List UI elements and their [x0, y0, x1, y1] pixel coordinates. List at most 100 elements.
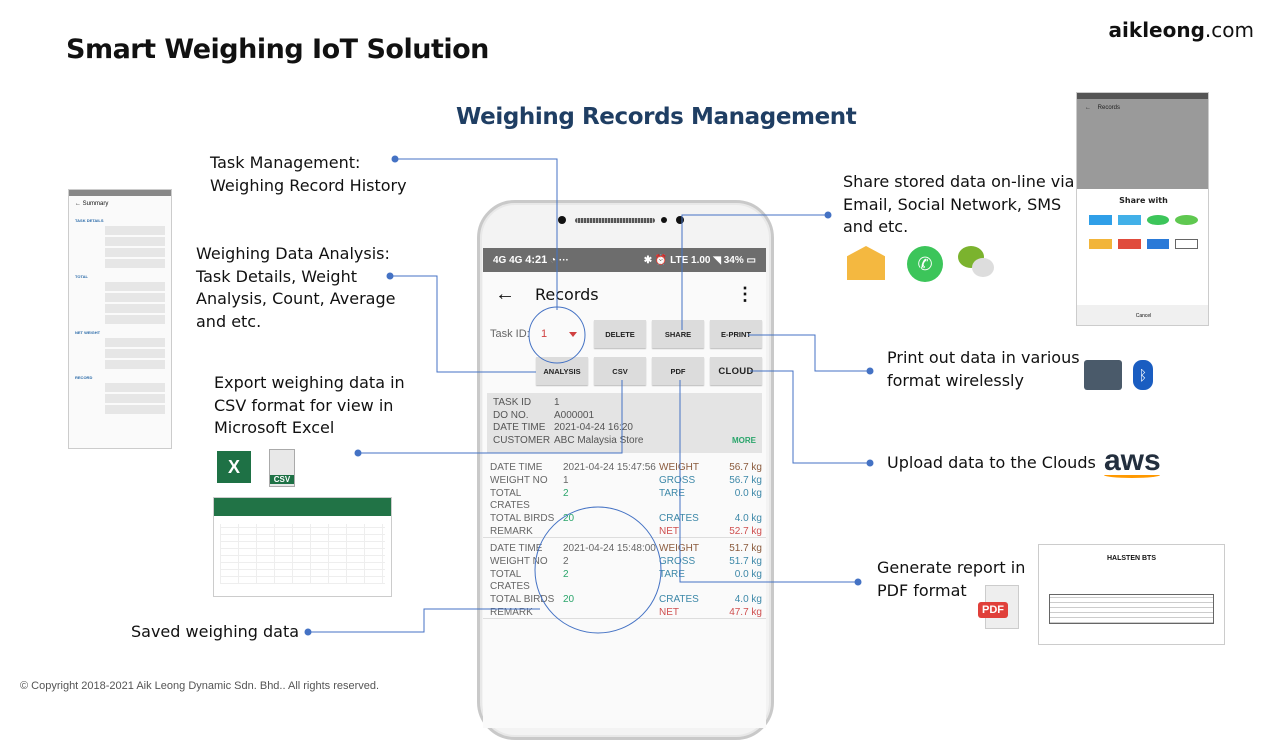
- callout-line: format wirelessly: [887, 370, 1024, 390]
- callout-line: Email, Social Network, SMS: [843, 194, 1062, 214]
- thumb-title: ← Records: [1085, 105, 1121, 111]
- pdf-report-screenshot: HALSTEN BTS: [1038, 544, 1225, 645]
- record-row: TOTAL BIRDS 20 CRATES 4.0 kg: [490, 594, 762, 607]
- front-camera-icon: [676, 216, 684, 224]
- measure-label: CRATES: [659, 513, 699, 525]
- dropdown-caret-icon[interactable]: [569, 332, 577, 337]
- callout-line: Task Details, Weight: [196, 266, 357, 286]
- excel-screenshot: [213, 497, 392, 597]
- task-id-label: Task ID:: [490, 328, 530, 340]
- wechat-icon: [958, 246, 996, 280]
- record-value: 2: [563, 555, 569, 567]
- back-arrow-icon[interactable]: ←: [495, 282, 515, 305]
- record-label: WEIGHT NO: [490, 474, 548, 486]
- record-value: [563, 607, 659, 620]
- share-dialog: Share with Cancel: [1077, 189, 1208, 325]
- thumb-section: TOTAL: [75, 274, 88, 279]
- measure-value: 56.7 kg: [729, 474, 762, 486]
- brand-logo: aikleong.com: [1109, 18, 1254, 42]
- connector-dot: [866, 367, 874, 375]
- measure-label: TARE: [659, 568, 685, 580]
- sensor-icon: [661, 217, 667, 223]
- more-link[interactable]: MORE: [732, 436, 756, 446]
- callout-line: Share stored data on-line via: [843, 172, 1075, 191]
- connector-dot: [354, 449, 362, 457]
- task-id-dropdown[interactable]: 1: [541, 328, 548, 340]
- status-right: ✱ ⏰ LTE 1.00 ◥ 34% ▭: [643, 254, 756, 266]
- email-icon: [847, 246, 885, 280]
- csv-file-icon: CSV: [269, 449, 295, 487]
- pdf-button[interactable]: PDF: [652, 357, 704, 385]
- pdf-icon-label: PDF: [978, 602, 1008, 618]
- printer-icon: [1084, 360, 1122, 390]
- share-button[interactable]: SHARE: [652, 320, 704, 348]
- measure-value: 0.0 kg: [734, 487, 762, 499]
- measure-label: CRATES: [659, 594, 699, 606]
- bluetooth-icon: ᛒ: [1133, 360, 1153, 390]
- measure-label: GROSS: [659, 474, 696, 486]
- network-icons: 4G 4G: [493, 255, 523, 266]
- callout-line: Weighing Data Analysis:: [196, 244, 390, 263]
- cloud-button[interactable]: CLOUD: [710, 357, 762, 385]
- callout-line: Export weighing data in: [214, 373, 405, 392]
- measure-value: 51.7 kg: [729, 555, 762, 567]
- record-value: 1: [563, 474, 569, 486]
- card-row: DO NO.A000001: [493, 410, 756, 423]
- callout-line: Microsoft Excel: [214, 418, 335, 437]
- whatsapp-icon: ✆: [907, 246, 943, 282]
- eprint-button[interactable]: E-PRINT: [710, 320, 762, 348]
- card-key: DATE TIME: [493, 422, 546, 434]
- measure-value: 56.7 kg: [729, 462, 762, 473]
- phone-screen: 4G 4G 4:21 ◔ ··· ✱ ⏰ LTE 1.00 ◥ 34% ▭ ← …: [483, 248, 766, 728]
- excel-icon: X: [217, 451, 251, 483]
- record-label: REMARK: [490, 525, 533, 537]
- delete-button[interactable]: DELETE: [594, 320, 646, 348]
- record-value: 2: [563, 568, 569, 580]
- measure-value: 51.7 kg: [729, 543, 762, 554]
- record-label: DATE TIME: [490, 543, 543, 554]
- slide-subtitle: Weighing Records Management: [456, 104, 857, 130]
- record-label: TOTAL CRATES: [490, 487, 530, 512]
- screen-title: Records: [535, 284, 599, 304]
- csv-icon-label: CSV: [270, 475, 294, 484]
- callout-line: and etc.: [843, 217, 909, 236]
- connector-dot: [866, 459, 874, 467]
- measure-value: 0.0 kg: [734, 568, 762, 580]
- csv-button[interactable]: CSV: [594, 357, 646, 385]
- callout-cloud: Upload data to the Clouds: [887, 453, 1096, 472]
- measure-label: NET: [659, 606, 679, 618]
- thumb-title-text: Records: [1097, 105, 1121, 111]
- thumb-section: NET WEIGHT: [75, 330, 101, 335]
- analysis-button[interactable]: ANALYSIS: [536, 357, 588, 385]
- callout-csv: Export weighing data in CSV format for v…: [214, 372, 405, 440]
- share-cancel: Cancel: [1077, 305, 1208, 325]
- callout-line: CSV format for view in: [214, 395, 394, 415]
- record-label: WEIGHT NO: [490, 555, 548, 567]
- connector-dot: [824, 211, 832, 219]
- callout-line: and etc.: [196, 311, 262, 331]
- record-value: 20: [563, 594, 575, 606]
- more-menu-icon[interactable]: ⋮: [736, 283, 754, 304]
- callout-line: Weighing Record History: [210, 175, 407, 195]
- callout-pdf: Generate report in PDF format: [877, 557, 1025, 602]
- record-label: TOTAL BIRDS: [490, 594, 555, 606]
- card-key: CUSTOMER: [493, 435, 551, 447]
- brand-rest: .com: [1204, 18, 1254, 42]
- record-label: DATE TIME: [490, 462, 543, 473]
- status-time: 4:21: [525, 254, 548, 266]
- record-value: [563, 526, 659, 539]
- thumb-title: ← Summary: [75, 201, 109, 207]
- measure-value: 4.0 kg: [734, 594, 762, 606]
- pdf-title: HALSTEN BTS: [1107, 555, 1156, 562]
- pdf-file-icon: PDF: [978, 585, 1019, 629]
- camera-icon: [558, 216, 566, 224]
